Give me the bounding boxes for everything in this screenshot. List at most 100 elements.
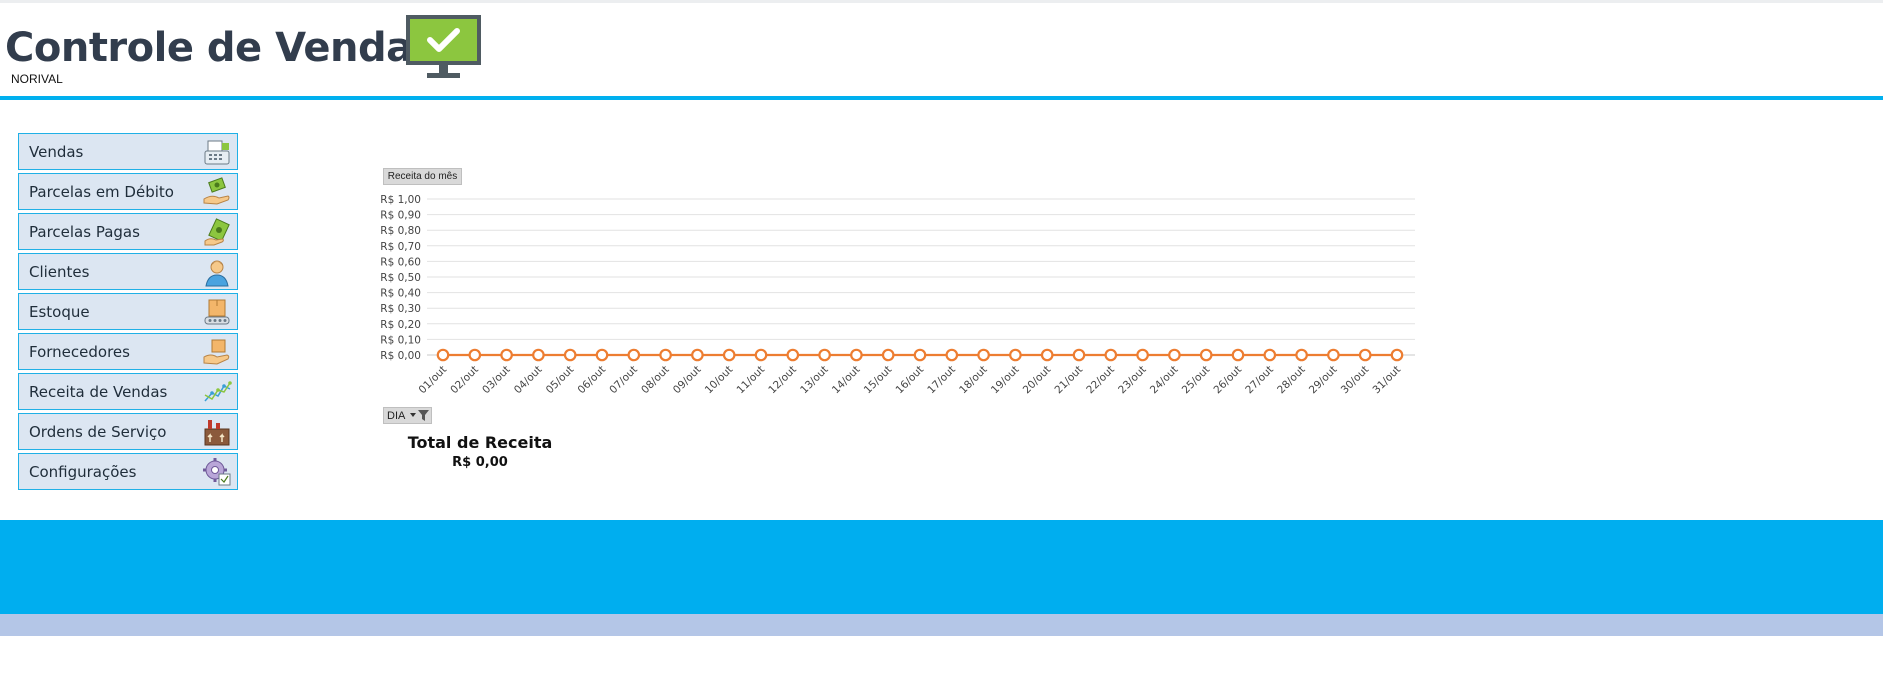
sidebar-item-label: Clientes (29, 263, 90, 281)
data-point (722, 348, 736, 362)
sidebar-item-label: Fornecedores (29, 343, 130, 361)
sidebar-item-receita-de-vendas[interactable]: Receita de Vendas (18, 373, 238, 410)
y-tick-label: R$ 1,00 (380, 194, 421, 206)
x-tick-label: 13/out (798, 364, 831, 397)
app-title: Controle de Vendas (5, 25, 436, 71)
sidebar-item-label: Parcelas Pagas (29, 223, 140, 241)
y-tick-label: R$ 0,00 (380, 350, 421, 362)
y-tick-label: R$ 0,70 (380, 241, 421, 253)
paid-money-icon (204, 218, 230, 246)
x-tick-label: 09/out (671, 364, 704, 397)
data-point (1104, 348, 1118, 362)
x-tick-label: 30/out (1339, 364, 1372, 397)
monitor-check-icon (406, 15, 481, 78)
x-tick-label: 29/out (1307, 364, 1340, 397)
data-point (977, 348, 990, 362)
data-point (818, 348, 831, 362)
header-rule (0, 96, 1883, 100)
x-tick-label: 27/out (1243, 364, 1276, 397)
data-point (754, 348, 768, 362)
chart-title-tag: Receita do mês (383, 168, 462, 185)
data-point (1327, 348, 1340, 362)
data-point (468, 348, 482, 362)
x-tick-label: 11/out (735, 364, 768, 397)
total-receita-title: Total de Receita (407, 433, 553, 452)
dia-filter-label: DIA (387, 410, 406, 422)
filter-dropdown-icon (410, 410, 429, 421)
x-tick-label: 05/out (544, 364, 577, 397)
gear-icon (203, 458, 231, 486)
x-tick-label: 17/out (925, 364, 958, 397)
data-point (1199, 348, 1213, 362)
y-tick-label: R$ 0,30 (380, 303, 421, 315)
line-chart-icon (204, 381, 232, 402)
sidebar-item-ordens-de-servico[interactable]: Ordens de Serviço (18, 413, 238, 450)
data-point (1390, 348, 1404, 362)
x-tick-label: 06/out (576, 364, 609, 397)
x-tick-label: 31/out (1371, 364, 1404, 397)
footer-strip (0, 614, 1883, 636)
x-tick-label: 14/out (830, 364, 863, 397)
x-tick-label: 28/out (1275, 364, 1308, 397)
x-tick-label: 20/out (1021, 364, 1054, 397)
sidebar-item-vendas[interactable]: Vendas (18, 133, 238, 170)
data-point (532, 348, 545, 362)
x-tick-label: 16/out (894, 364, 927, 397)
sidebar-item-parcelas-pagas[interactable]: Parcelas Pagas (18, 213, 238, 250)
y-tick-label: R$ 0,80 (380, 225, 421, 237)
data-point (786, 348, 800, 362)
box-conveyor-icon (204, 299, 230, 325)
box-hand-icon (203, 339, 230, 365)
data-point (1358, 348, 1372, 362)
x-tick-label: 04/out (512, 364, 545, 397)
data-point (1231, 348, 1245, 362)
x-tick-label: 01/out (417, 364, 450, 397)
total-receita-value: R$ 0,00 (452, 455, 508, 470)
data-point (1009, 348, 1022, 362)
data-point (436, 348, 450, 362)
x-tick-label: 08/out (639, 364, 672, 397)
y-tick-label: R$ 0,50 (380, 272, 421, 284)
sidebar-item-estoque[interactable]: Estoque (18, 293, 238, 330)
y-tick-label: R$ 0,40 (380, 288, 421, 300)
money-hand-icon (203, 177, 230, 205)
x-tick-label: 07/out (607, 364, 640, 397)
sidebar-item-parcelas-em-debito[interactable]: Parcelas em Débito (18, 173, 238, 210)
data-point (691, 348, 704, 362)
user-icon (205, 260, 229, 287)
x-tick-label: 26/out (1212, 364, 1245, 397)
x-tick-label: 03/out (480, 364, 513, 397)
subtitle: NORIVAL (11, 72, 63, 86)
y-tick-label: R$ 0,20 (380, 319, 421, 331)
revenue-line-chart: R$ 0,00R$ 0,10R$ 0,20R$ 0,30R$ 0,40R$ 0,… (380, 194, 1415, 397)
x-tick-label: 15/out (862, 364, 895, 397)
data-point (1295, 348, 1308, 362)
sidebar-item-label: Vendas (29, 143, 84, 161)
x-tick-label: 02/out (448, 364, 481, 397)
sidebar-item-label: Parcelas em Débito (29, 183, 174, 201)
sidebar-item-fornecedores[interactable]: Fornecedores (18, 333, 238, 370)
data-point (1072, 348, 1086, 362)
sidebar-item-label: Estoque (29, 303, 90, 321)
data-point (659, 348, 672, 362)
x-tick-label: 21/out (1053, 364, 1086, 397)
data-point (1263, 348, 1277, 362)
data-point (595, 348, 609, 362)
x-tick-label: 19/out (989, 364, 1022, 397)
x-tick-label: 23/out (1116, 364, 1149, 397)
data-point (913, 348, 927, 362)
x-tick-label: 10/out (703, 364, 736, 397)
y-tick-label: R$ 0,60 (380, 256, 421, 268)
data-point (1040, 348, 1054, 362)
sidebar-item-configuracoes[interactable]: Configurações (18, 453, 238, 490)
footer-band (0, 520, 1883, 614)
data-point (1168, 348, 1181, 362)
data-point (881, 348, 895, 362)
dia-filter-button[interactable]: DIA (383, 407, 432, 424)
sidebar-item-clientes[interactable]: Clientes (18, 253, 238, 290)
sidebar-item-label: Ordens de Serviço (29, 423, 167, 441)
top-strip (0, 0, 1883, 3)
x-tick-label: 22/out (1084, 364, 1117, 397)
sidebar-item-label: Receita de Vendas (29, 383, 168, 401)
x-tick-label: 12/out (766, 364, 799, 397)
